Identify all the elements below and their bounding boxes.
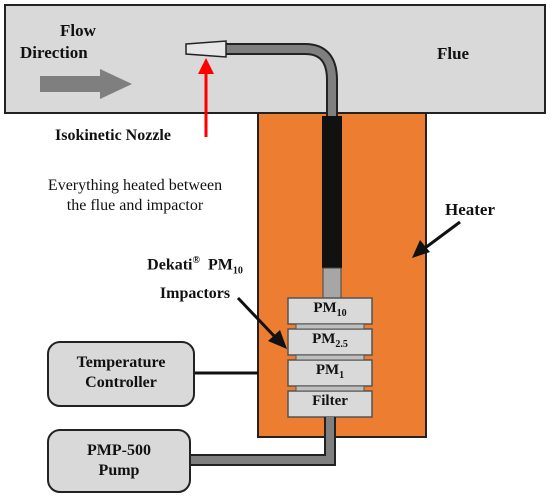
flow-direction-label: Flow Direction <box>20 20 96 64</box>
dekati-pointer-shaft <box>236 296 278 340</box>
dekati-pm: PM <box>207 256 233 274</box>
heated-note-line2: the flue and impactor <box>66 197 204 214</box>
stage-pm1-main: PM <box>315 362 340 378</box>
pump-line1: PMP-500 <box>87 442 151 459</box>
flow-label-line1: Flow <box>60 21 96 40</box>
stage-label-pm1: PM1 <box>288 362 372 381</box>
stage-label-pm25: PM2.5 <box>288 331 372 350</box>
dekati-label-line2: Impactors <box>159 284 231 302</box>
stage-pm10-main: PM <box>313 300 337 316</box>
temperature-controller-label: Temperature Controller <box>48 353 194 393</box>
probe-gray-section <box>322 267 342 299</box>
impactor-stage-pm10 <box>287 297 373 325</box>
flue-duct <box>4 4 546 114</box>
impactor-stage-pm1 <box>287 359 373 387</box>
stage-filter-main: Filter <box>312 393 348 409</box>
stage-pm25-main: PM <box>312 331 336 347</box>
flow-direction-arrow <box>40 69 132 99</box>
heated-note-line1: Everything heated between <box>47 177 223 194</box>
temp-line2: Controller <box>85 374 157 391</box>
isokinetic-nozzle-label: Isokinetic Nozzle <box>55 127 171 144</box>
heated-note: Everything heated between the flue and i… <box>20 176 250 216</box>
impactor-spacer-2 <box>295 354 365 361</box>
stage-pm1-sub: 1 <box>339 370 345 381</box>
pump-tube <box>190 417 334 464</box>
isokinetic-nozzle <box>185 40 227 58</box>
heated-probe <box>322 116 342 268</box>
impactor-spacer-3 <box>295 385 365 392</box>
heater-pointer-shaft <box>424 220 461 250</box>
flow-label-line2: Direction <box>20 43 88 62</box>
dekati-pm-sub: 10 <box>232 265 243 277</box>
pump-box <box>47 429 191 493</box>
heater-pointer-head <box>412 240 430 258</box>
stage-pm25-sub: 2.5 <box>335 339 348 350</box>
pump-line2: Pump <box>98 462 140 479</box>
stage-pm10-sub: 10 <box>336 308 347 319</box>
nozzle-pointer-head <box>198 58 214 74</box>
impactor-spacer-1 <box>295 323 365 330</box>
dekati-label-line1: Dekati® PM10 <box>130 250 260 283</box>
dekati-impactors-label: Dekati® PM10 Impactors <box>130 250 260 305</box>
flue-label: Flue <box>437 44 470 63</box>
dekati-brand: Dekati <box>147 256 193 274</box>
stage-label-pm10: PM10 <box>288 300 372 319</box>
sample-tube <box>226 45 336 120</box>
dekati-registered: ® <box>192 255 200 266</box>
dekati-pointer-head <box>268 330 287 349</box>
temp-line1: Temperature <box>76 354 166 371</box>
pump-label: PMP-500 Pump <box>48 441 190 481</box>
temperature-controller-box <box>47 341 195 407</box>
impactor-stage-filter <box>287 390 373 418</box>
heater-label: Heater <box>445 200 496 219</box>
stage-label-filter: Filter <box>288 393 372 410</box>
